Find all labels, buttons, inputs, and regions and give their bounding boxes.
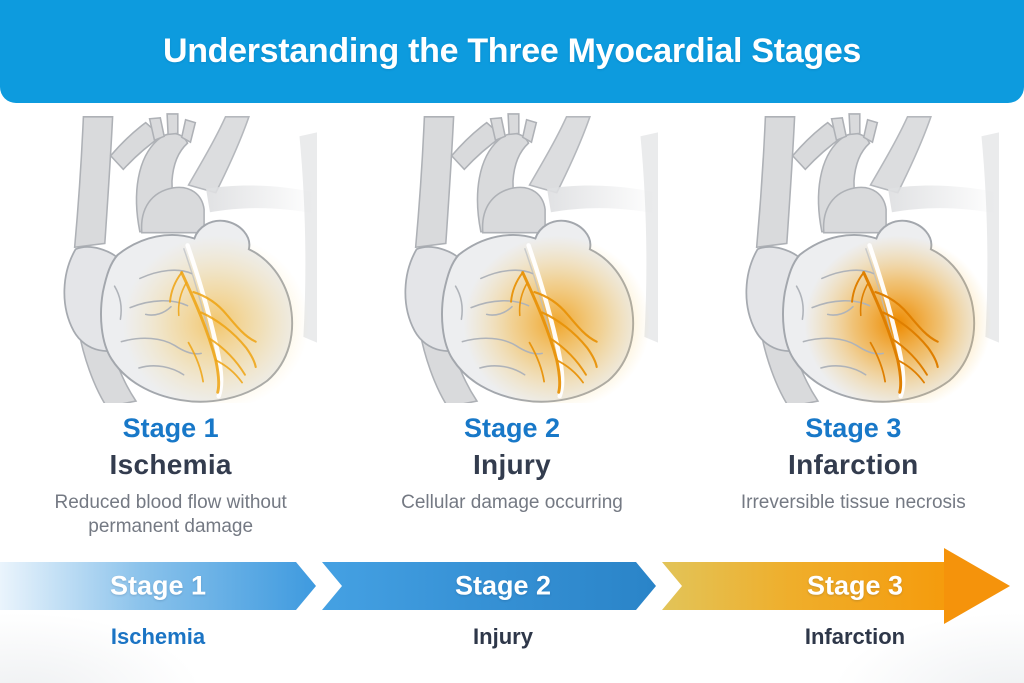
timeline-sublabel-ischemia: Ischemia (110, 624, 206, 649)
heart-illustration-infarction (703, 111, 1003, 403)
stage-1-description: Reduced blood flow without permanent dam… (54, 492, 287, 538)
page-title: Understanding the Three Myocardial Stage… (162, 32, 862, 70)
stage-2-description: Cellular damage occurring (401, 492, 623, 513)
timeline-label-stage-1: Stage 1 (109, 570, 207, 601)
timeline-bar: Stage 1 Stage 2 Stage 3 (0, 548, 1024, 624)
heart-illustration-ischemia (21, 111, 321, 403)
stage-1-heading: Stage 1 (122, 413, 219, 443)
timeline-segment-stage-2 (322, 562, 656, 610)
timeline-sublabel-infarction: Infarction (804, 624, 906, 649)
stage-3-name: Infarction (788, 449, 919, 480)
stage-column-ischemia: Stage 1 Ischemia Reduced blood flow with… (0, 103, 341, 540)
stage-timeline: Stage 1 Stage 2 Stage 3 Ischemia Injury … (0, 548, 1024, 683)
timeline-segment-stage-3 (662, 562, 948, 610)
stages-row: Stage 1 Ischemia Reduced blood flow with… (0, 103, 1024, 540)
timeline-arrowhead-icon (944, 548, 1010, 624)
heart-illustration-injury (362, 111, 662, 403)
timeline-label-stage-2: Stage 2 (454, 570, 552, 601)
stage-3-heading: Stage 3 (805, 413, 902, 443)
timeline-segment-stage-1 (0, 562, 316, 610)
stage-2-name: Injury (472, 449, 552, 480)
timeline-sub-labels: Ischemia Injury Infarction (0, 618, 1024, 652)
timeline-label-stage-3: Stage 3 (806, 570, 904, 601)
stage-column-injury: Stage 2 Injury Cellular damage occurring (341, 103, 682, 540)
stage-2-heading: Stage 2 (463, 413, 561, 443)
timeline-sublabel-injury: Injury (473, 624, 533, 649)
stage-1-name: Ischemia (109, 449, 232, 480)
title-banner: Understanding the Three Myocardial Stage… (0, 0, 1024, 103)
stage-column-infarction: Stage 3 Infarction Irreversible tissue n… (683, 103, 1024, 540)
stage-3-description: Irreversible tissue necrosis (740, 492, 966, 513)
